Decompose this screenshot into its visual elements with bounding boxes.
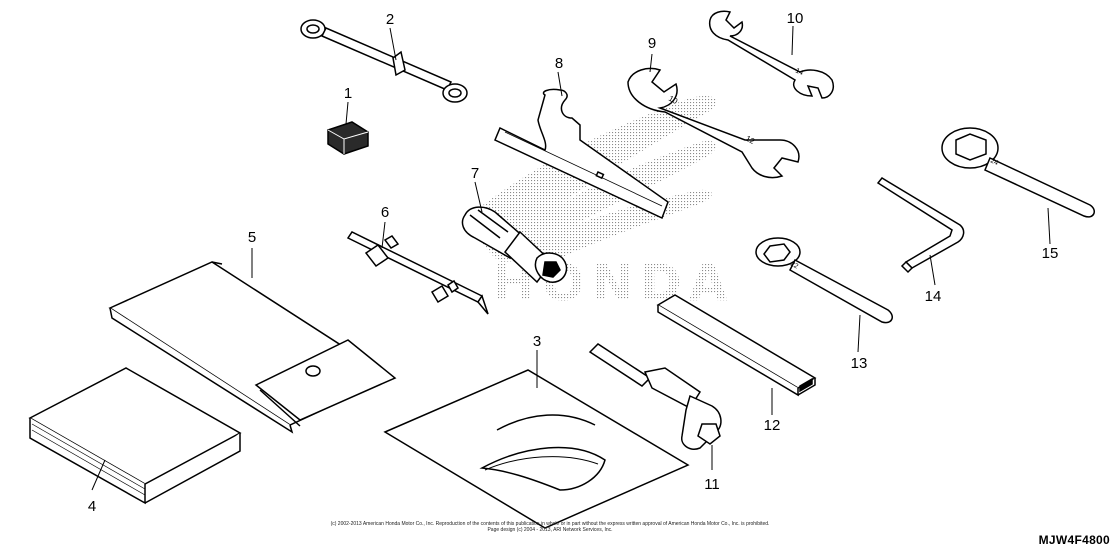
callout-6[interactable]: 6 [380,204,390,221]
leader-13 [857,314,861,353]
svg-text:14: 14 [794,67,804,77]
callout-10[interactable]: 10 [786,10,804,27]
leader-6 [381,221,386,249]
copyright-line-2: Page design (c) 2004 - 2013, ARI Network… [487,527,613,533]
callout-9[interactable]: 9 [647,35,657,52]
leader-lines [91,25,1051,491]
callout-15[interactable]: 15 [1041,245,1059,262]
svg-text:24: 24 [989,157,999,167]
part-7-screwdriver-handle [461,206,568,284]
callout-1[interactable]: 1 [343,85,353,102]
leader-10 [791,25,794,56]
part-12-extension-bar [656,294,817,397]
leader-1 [345,101,349,125]
callout-3[interactable]: 3 [532,333,542,350]
callout-7[interactable]: 7 [470,165,480,182]
leader-2 [389,27,397,61]
callout-2[interactable]: 2 [385,11,395,28]
honda-watermark: HONDA [470,95,727,312]
callout-11[interactable]: 11 [704,476,720,493]
leader-7 [474,181,483,213]
part-13-ring-wrench: 22 [755,237,893,324]
part-6-screwdriver-bit [346,231,489,315]
part-10-small-wrench: 14 [708,10,834,99]
callout-4[interactable]: 4 [87,498,97,515]
copyright-notice: (c) 2002-2013 American Honda Motor Co., … [280,521,820,533]
leader-9 [649,53,653,73]
callout-5[interactable]: 5 [247,229,257,246]
svg-text:22: 22 [789,261,799,271]
callout-8[interactable]: 8 [554,55,564,72]
part-4-owners-manual [28,367,242,505]
callout-14[interactable]: 14 [924,288,942,305]
copyright-line-1: (c) 2002-2013 American Honda Motor Co., … [330,521,770,527]
part-9-open-end-wrench: 10 12 [627,67,800,179]
leader-8 [557,71,563,97]
part-1-fuse [327,121,369,155]
part-3-tool-bag [383,369,690,529]
leader-4 [91,459,106,491]
part-2-double-ended-spanner [300,19,468,103]
diagram-code: MJW4F4800 [1038,533,1110,547]
leader-14 [929,254,936,286]
part-15-box-wrench: 24 [941,127,1095,218]
callout-13[interactable]: 13 [850,355,868,372]
callout-12[interactable]: 12 [763,417,781,434]
part-8-pin-spanner [494,88,669,220]
part-14-hex-key [876,177,965,274]
part-5-tool-pouch [108,261,397,434]
leader-15 [1047,207,1051,245]
part-11-spark-plug-wrench [588,343,722,450]
